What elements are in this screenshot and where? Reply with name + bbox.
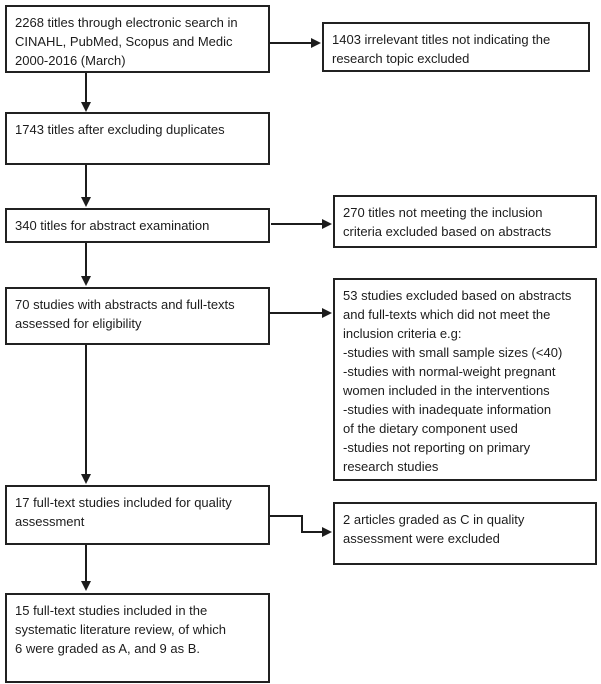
box-eligibility-assessment-text: 70 studies with abstracts and full-texts… <box>15 297 235 331</box>
box-eligibility-assessment: 70 studies with abstracts and full-texts… <box>5 287 270 345</box>
arrow-abstract-to-inclusion <box>271 219 332 229</box>
box-quality-assessment-text: 17 full-text studies included for qualit… <box>15 495 232 529</box>
box-electronic-search: 2268 titles through electronic search in… <box>5 5 270 73</box>
box-after-duplicates-text: 1743 titles after excluding duplicates <box>15 122 225 137</box>
box-fulltext-exclusions: 53 studies excluded based on abstracts a… <box>333 278 597 481</box>
arrow-search-to-duplicates <box>81 73 91 112</box>
box-quality-assessment: 17 full-text studies included for qualit… <box>5 485 270 545</box>
box-graded-c-excluded: 2 articles graded as C in quality assess… <box>333 502 597 565</box>
arrow-eligibility-to-quality <box>81 345 91 484</box>
box-abstract-examination: 340 titles for abstract examination <box>5 208 270 243</box>
box-final-inclusion-text: 15 full-text studies included in the sys… <box>15 603 226 656</box>
arrow-duplicates-to-abstract <box>81 165 91 207</box>
arrow-quality-to-final <box>81 545 91 591</box>
box-graded-c-excluded-text: 2 articles graded as C in quality assess… <box>343 512 525 546</box>
box-fulltext-exclusions-text: 53 studies excluded based on abstracts a… <box>343 288 572 474</box>
box-not-meeting-inclusion: 270 titles not meeting the inclusion cri… <box>333 195 597 248</box>
arrow-quality-to-gradedc <box>270 515 332 537</box>
box-abstract-examination-text: 340 titles for abstract examination <box>15 218 210 233</box>
box-irrelevant-titles-excluded: 1403 irrelevant titles not indicating th… <box>322 22 590 72</box>
box-irrelevant-titles-excluded-text: 1403 irrelevant titles not indicating th… <box>332 32 551 66</box>
box-not-meeting-inclusion-text: 270 titles not meeting the inclusion cri… <box>343 205 552 239</box>
box-final-inclusion: 15 full-text studies included in the sys… <box>5 593 270 683</box>
box-after-duplicates: 1743 titles after excluding duplicates <box>5 112 270 165</box>
arrow-abstract-to-eligibility <box>81 243 91 286</box>
arrow-eligibility-to-excluded53 <box>269 308 332 318</box>
arrow-search-to-irrelevant <box>270 38 321 48</box>
box-electronic-search-text: 2268 titles through electronic search in… <box>15 15 238 68</box>
